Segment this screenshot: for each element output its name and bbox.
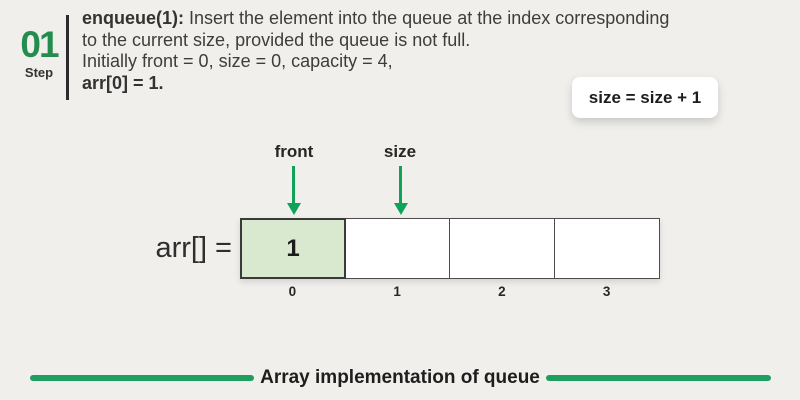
description-line-1-rest: Insert the element into the queue at the…: [184, 8, 670, 28]
array-index-0: 0: [288, 284, 297, 299]
caption-rule-left: [30, 375, 254, 381]
description-line-2: to the current size, provided the queue …: [82, 29, 471, 50]
size-down-arrow-icon: [399, 166, 402, 203]
front-pointer-label: front: [274, 142, 314, 161]
step-label: Step: [24, 65, 54, 80]
array-index-row: 0 1 2 3: [240, 284, 659, 299]
vertical-divider: [66, 15, 69, 100]
front-down-arrow-icon: [292, 166, 295, 203]
array-index-2: 2: [498, 284, 506, 299]
array-index-1: 1: [393, 284, 401, 299]
description-line-1: enqueue(1): Insert the element into the …: [82, 8, 794, 30]
description-line-4: arr[0] = 1.: [82, 72, 164, 93]
description-line-3: Initially front = 0, size = 0, capacity …: [82, 51, 393, 71]
size-update-callout: size = size + 1: [572, 77, 718, 118]
array-cell-1: [344, 218, 451, 279]
array-cell-3: [553, 218, 660, 279]
array-cell-0: 1: [240, 218, 346, 279]
step-description: enqueue(1): Insert the element into the …: [82, 8, 794, 94]
operation-name: enqueue(1):: [82, 8, 185, 28]
step-badge: 01 Step: [12, 26, 66, 80]
caption-rule-right: [546, 375, 771, 381]
caption-title: Array implementation of queue: [260, 367, 540, 388]
array-index-3: 3: [602, 284, 611, 299]
step-number: 01: [20, 24, 59, 65]
array-cell-2: [449, 218, 555, 279]
size-pointer-label: size: [383, 142, 417, 161]
array-label: arr[] =: [155, 232, 232, 264]
queue-array: 1: [240, 218, 660, 279]
